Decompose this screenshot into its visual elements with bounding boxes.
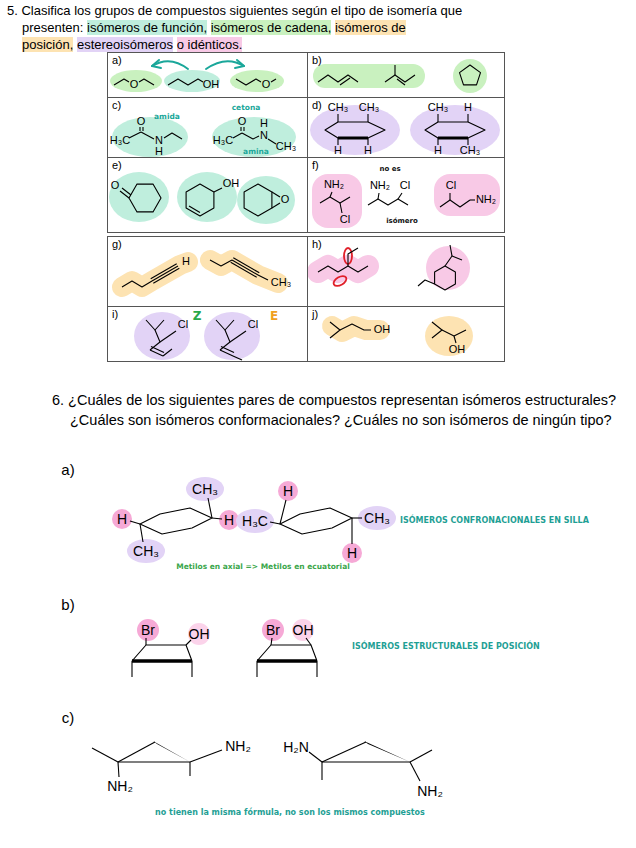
atom-label: N (155, 135, 163, 147)
handwritten-note: Metilos en axial => Metilos en ecuatoria… (176, 563, 350, 571)
handwritten-note: no es (379, 166, 400, 173)
isomer-type: isómeros de cadena, (211, 20, 332, 35)
atom-label: OH (223, 178, 240, 190)
atom-label: H (182, 256, 190, 268)
atom-label: OH (374, 324, 391, 336)
atom-label: Cl (400, 180, 410, 192)
atom-label: CH₃ (276, 141, 296, 153)
atom-label: NH₂ (107, 779, 133, 794)
atom-label: H₃C (110, 135, 130, 147)
isomer-type: o idénticos. (177, 37, 243, 52)
question-text: 6. ¿Cuáles de los siguientes pares de co… (52, 390, 636, 430)
atom-label: CH₃ (328, 102, 348, 114)
atom-label: NH₂ (476, 194, 496, 206)
handwritten-note: amina (243, 148, 269, 156)
atom-label: NH₂ (417, 784, 443, 799)
part-letter: a) (61, 462, 74, 478)
atom-label: OH (293, 623, 314, 638)
atom-label: O (238, 116, 247, 128)
isomer-type: estereoisómeros (77, 37, 173, 52)
atom-label: CH₃ (460, 145, 480, 157)
atom-label: NH₂ (225, 739, 251, 754)
handwritten-note: Z (193, 310, 202, 323)
table-cell: e) (107, 157, 308, 233)
atom-label: CH₃ (364, 511, 390, 526)
handwritten-note: cetona (232, 104, 261, 112)
atom-label: O (262, 79, 271, 91)
atom-label: H (224, 513, 234, 528)
atom-label: CH₃ (192, 482, 218, 497)
cell-letter: b) (312, 54, 322, 67)
cell-letter: g) (112, 238, 122, 251)
atom-label: Cl (340, 214, 350, 226)
cell-letter: c) (112, 99, 121, 112)
atom-label: O (111, 180, 120, 192)
handwritten-note: amida (154, 113, 180, 121)
cell-letter: h) (312, 238, 322, 251)
question-5: 5. Clasifica los grupos de compuestos si… (7, 2, 537, 53)
table-cell: b) (307, 52, 505, 98)
atom-label: CH₃ (428, 102, 448, 114)
atom-label: OH (203, 79, 220, 91)
atom-label: H (347, 546, 357, 561)
atom-label: Cl (178, 319, 188, 331)
cell-letter: a) (112, 54, 122, 67)
atom-label: H (364, 145, 372, 157)
handwritten-note: no tienen la misma fórmula, no son los m… (155, 809, 425, 817)
atom-label: H (155, 146, 163, 158)
cell-letter: i) (112, 308, 118, 321)
atom-label: H₃C (242, 514, 268, 529)
atom-label: Br (266, 623, 280, 638)
handwritten-note: ISÓMEROS CONFRONACIONALES EN SILLA (400, 517, 589, 525)
atom-label: O (130, 79, 139, 91)
wedge-bonds (153, 741, 410, 762)
atom-label: OH (449, 344, 466, 356)
handwritten-note: ISÓMEROS ESTRUCTURALES DE POSICIÓN (352, 643, 540, 651)
atom-label: H₃C (213, 135, 233, 147)
cell-letter: e) (112, 159, 122, 172)
isomer-type: isómeros de función, (87, 20, 207, 35)
atom-label: Cl (446, 180, 456, 192)
atom-label: Cl (248, 319, 258, 331)
atom-label: NH₂ (370, 180, 390, 192)
annotation-arrows (152, 60, 244, 69)
part-letter: c) (62, 710, 75, 726)
atom-label: O (281, 194, 290, 206)
atom-label: OH (189, 627, 210, 642)
handwritten-note: E (270, 310, 278, 323)
cell-letter: j) (312, 308, 318, 321)
atom-label: H₂N (283, 740, 309, 755)
table-cell: j) (307, 306, 505, 362)
cell-letter: f) (312, 159, 319, 172)
atom-label: O (137, 116, 146, 128)
part-letter: b) (61, 597, 74, 613)
atom-label: H (334, 145, 342, 157)
atom-label: H (283, 484, 293, 499)
atom-label: Br (141, 623, 155, 638)
atom-label: NH₂ (324, 179, 344, 191)
handwritten-note: isómero (386, 218, 418, 225)
table-cell: a) (107, 52, 308, 98)
atom-label: H (260, 118, 268, 130)
atom-label: H (464, 102, 472, 114)
table-cell: h) (307, 236, 505, 307)
atom-label: H (434, 145, 442, 157)
highlight-marks (109, 59, 500, 645)
atom-label: CH₃ (133, 544, 159, 559)
atom-label: H (117, 512, 127, 527)
atom-label: N (260, 130, 268, 142)
atom-label: CH₃ (359, 102, 379, 114)
atom-label: CH₃ (271, 277, 291, 289)
cell-letter: d) (312, 99, 322, 112)
table-cell: g) (107, 236, 308, 307)
